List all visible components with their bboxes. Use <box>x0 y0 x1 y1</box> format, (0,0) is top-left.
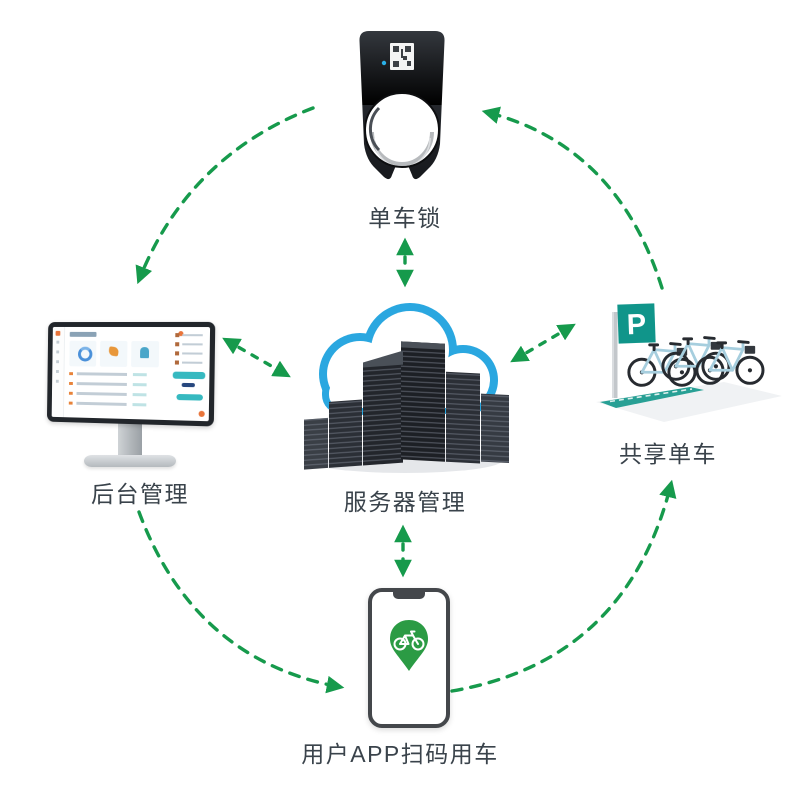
arrow-bikes-to-lock <box>486 112 662 288</box>
admin-node <box>44 322 216 467</box>
bike-lock-node <box>343 28 461 195</box>
bikes-label: 共享单车 <box>619 435 717 469</box>
desktop-dashboard-icon <box>47 322 215 427</box>
app-label: 用户APP扫码用车 <box>301 735 499 769</box>
server-node <box>298 292 513 487</box>
bikes-node: P <box>592 288 787 448</box>
cloud-servers-icon <box>298 292 513 482</box>
monitor-stand <box>118 421 142 455</box>
arrow-admin-to-app <box>139 512 340 687</box>
arrow-server-bikes <box>514 326 572 360</box>
shared-bikes-parking-icon: P <box>592 288 787 443</box>
admin-label: 后台管理 <box>91 475 189 509</box>
arrow-app-to-bikes <box>452 484 671 691</box>
phone-app-pin-icon <box>385 618 433 674</box>
phone-notch <box>393 592 425 599</box>
parking-sign-letter: P <box>626 309 646 342</box>
monitor-base <box>84 455 176 467</box>
smart-bike-lock-icon <box>343 28 461 190</box>
lock-label: 单车锁 <box>368 199 442 233</box>
app-node <box>368 588 450 728</box>
arrow-lock-to-admin <box>139 108 313 280</box>
server-label: 服务器管理 <box>344 483 467 517</box>
lock-led-indicator <box>382 61 386 65</box>
arrow-admin-server <box>226 340 287 375</box>
